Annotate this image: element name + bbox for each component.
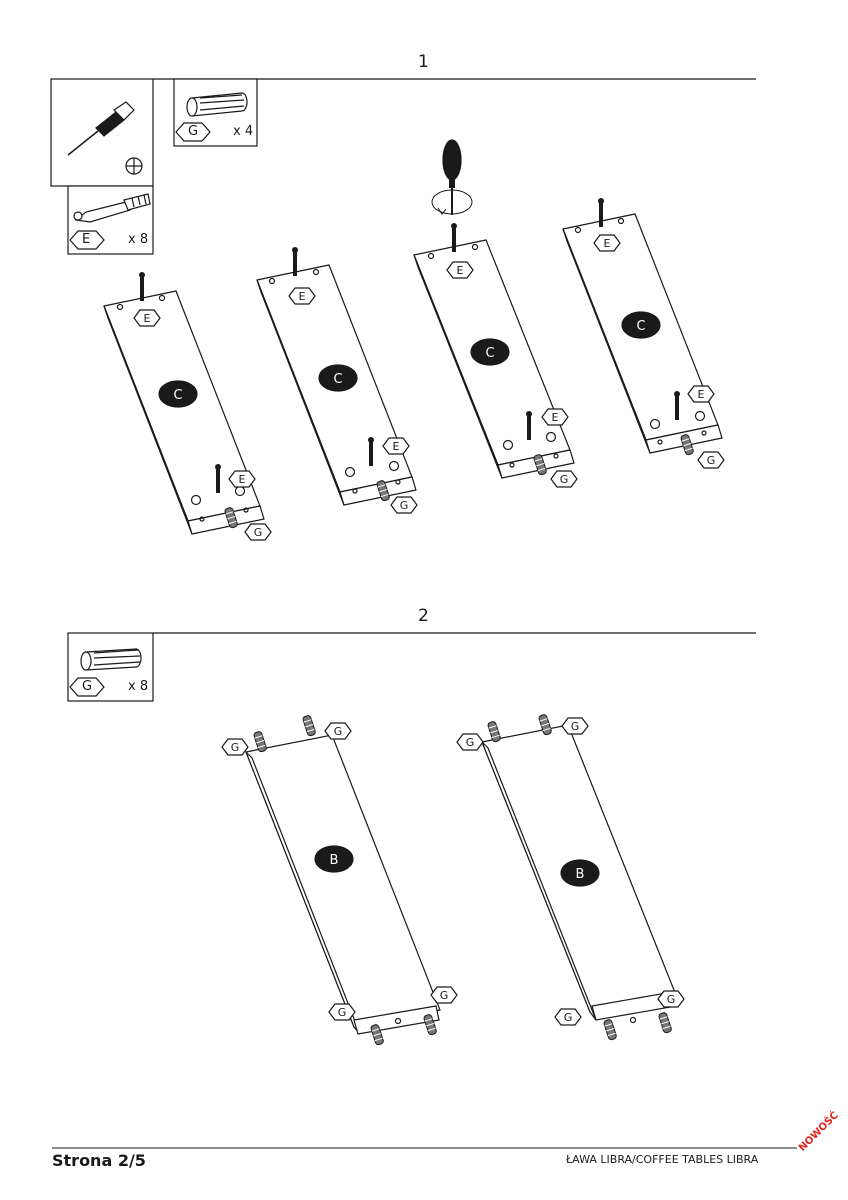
svg-text:G: G: [338, 1006, 347, 1019]
fitting-tag-e: E: [446, 261, 474, 279]
part-qty-e: x 8: [128, 232, 149, 247]
panel-label: C: [485, 346, 494, 361]
panel-c-1: [103, 271, 265, 535]
fitting-tag-g: G: [561, 717, 589, 735]
fitting-tag-g: G: [697, 451, 725, 469]
fitting-tag-e: E: [228, 470, 256, 488]
fitting-tag-e: E: [541, 408, 569, 426]
svg-text:G: G: [667, 993, 676, 1006]
svg-text:G: G: [560, 473, 569, 486]
part-code: G: [82, 679, 93, 694]
panel-c-2: [256, 246, 417, 506]
svg-text:E: E: [299, 290, 306, 303]
panel-label: C: [173, 388, 182, 403]
fitting-tag-g: G: [456, 733, 484, 751]
fitting-tag-e: E: [687, 385, 715, 403]
svg-text:G: G: [254, 526, 263, 539]
panel-label: C: [636, 319, 645, 334]
step-number: 1: [418, 52, 429, 72]
fitting-tag-g: G: [328, 1003, 356, 1021]
page-number: Strona 2/5: [52, 1151, 146, 1170]
phillips-icon: [125, 157, 143, 175]
screwdriver-icon: [67, 101, 135, 156]
panel-label: B: [576, 867, 585, 882]
fitting-tag-e: E: [133, 309, 161, 327]
panel-b-1: [245, 714, 441, 1047]
fitting-tag-g: G: [390, 496, 418, 514]
svg-text:G: G: [466, 736, 475, 749]
screwdriver-in-use-icon: [431, 139, 473, 215]
part-code: G: [188, 124, 199, 139]
svg-text:E: E: [393, 440, 400, 453]
cam-bolt-icon: [73, 193, 151, 223]
svg-text:E: E: [552, 411, 559, 424]
fitting-tag-g: G: [324, 722, 352, 740]
svg-text:G: G: [400, 499, 409, 512]
part-tag-g: [69, 677, 105, 697]
svg-text:E: E: [144, 312, 151, 325]
part-tag-e: [69, 230, 105, 250]
svg-text:E: E: [698, 388, 705, 401]
svg-text:G: G: [440, 989, 449, 1002]
product-name: ŁAWA LIBRA/COFFEE TABLES LIBRA: [566, 1153, 759, 1166]
fitting-tag-g: G: [430, 986, 458, 1004]
panel-label: C: [333, 372, 342, 387]
step-number: 2: [418, 606, 429, 626]
svg-text:E: E: [239, 473, 246, 486]
panel-c-4: [562, 197, 723, 457]
panel-b-2: [481, 713, 677, 1042]
fitting-tag-g: G: [554, 1008, 582, 1026]
panel-c-3: [413, 222, 575, 479]
dowel-icon: [186, 92, 248, 117]
part-qty-g: x 8: [128, 679, 149, 694]
svg-text:G: G: [707, 454, 716, 467]
fitting-tag-e: E: [288, 287, 316, 305]
svg-text:G: G: [231, 741, 240, 754]
svg-text:E: E: [604, 237, 611, 250]
svg-text:G: G: [564, 1011, 573, 1024]
dowel-icon: [80, 648, 142, 671]
fitting-tag-g: G: [550, 470, 578, 488]
svg-text:E: E: [457, 264, 464, 277]
fitting-tag-e: E: [382, 437, 410, 455]
svg-text:G: G: [571, 720, 580, 733]
part-tag-g: [175, 122, 211, 142]
part-code: E: [82, 232, 91, 247]
part-qty-g: x 4: [233, 124, 254, 139]
fitting-tag-g: G: [221, 738, 249, 756]
svg-text:G: G: [334, 725, 343, 738]
panel-label: B: [330, 853, 339, 868]
fitting-tag-g: G: [657, 990, 685, 1008]
fitting-tag-g: G: [244, 523, 272, 541]
fitting-tag-e: E: [593, 234, 621, 252]
